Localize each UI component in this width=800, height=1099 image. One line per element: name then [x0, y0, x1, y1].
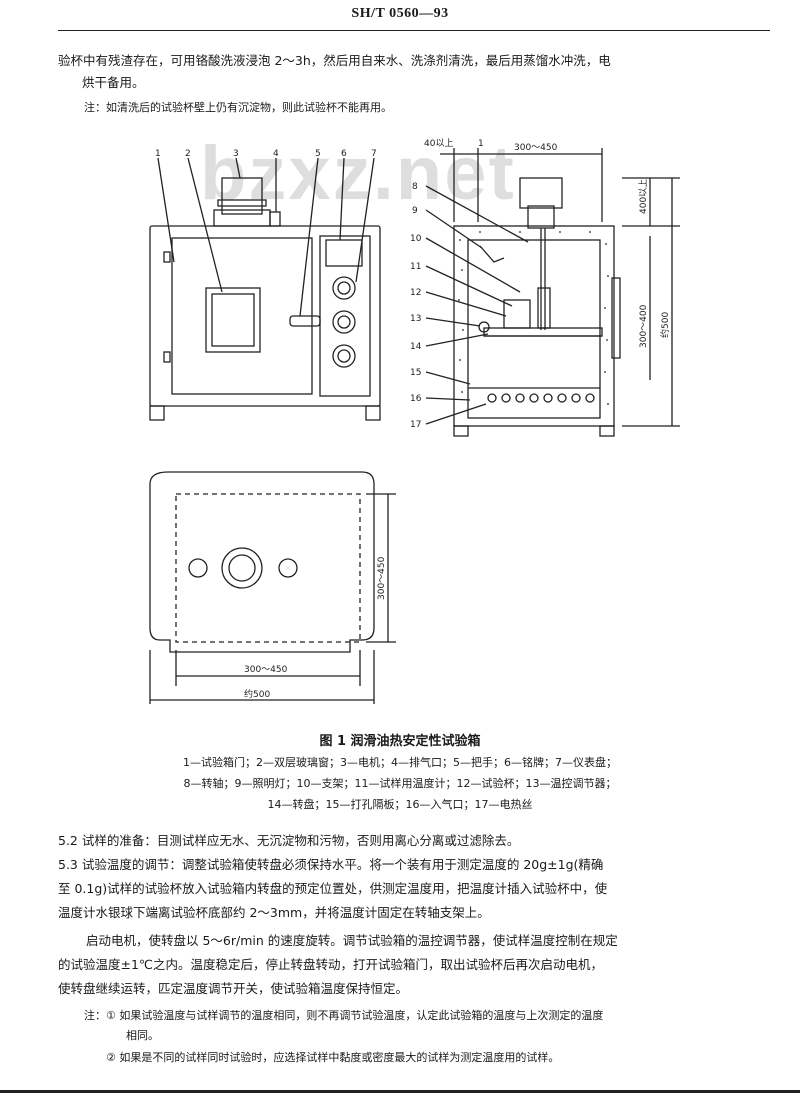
handle-shape	[289, 315, 321, 327]
callout-13: 13	[410, 314, 421, 324]
dim-plan-total-width: 约500	[244, 688, 270, 700]
dim-plan-inner-width: 300～450	[244, 665, 288, 675]
paragraph-2-line-3: 使转盘继续运转，匹定温度调节开关，使试验箱温度保持恒定。	[58, 981, 409, 996]
section-5-2: 5.2 试样的准备：目测试样应无水、无沉淀物和污物，否则用离心分离或过滤除去。	[58, 833, 520, 848]
callout-9: 9	[412, 206, 418, 216]
callout-2: 2	[185, 149, 191, 159]
page-header: SH/T 0560—93	[351, 6, 449, 21]
dim-top-left-a: 40以上	[424, 138, 453, 149]
callout-6: 6	[341, 149, 347, 159]
callout-3: 3	[233, 149, 239, 159]
dim-right-top: 400以上	[638, 179, 649, 214]
section-outline	[453, 225, 615, 427]
section-5-3-line-1: 5.3 试验温度的调节：调整试验箱使转盘必须保持水平。将一个装有用于测定温度的 …	[58, 857, 604, 872]
callout-11: 11	[410, 262, 421, 272]
dim-top-left-b: 1	[478, 139, 484, 149]
plan-view	[149, 471, 396, 704]
dim-right-total: 约500	[659, 312, 671, 338]
callout-7: 7	[371, 149, 377, 159]
window-outline	[205, 287, 261, 353]
note-2: ② 如果是不同的试样同时试验时，应选择试样中黏度或密度最大的试样为测定温度用的试…	[106, 1051, 560, 1064]
callout-12: 12	[410, 288, 421, 298]
side-section-view	[425, 148, 680, 437]
figure-title: 图 1 润滑油热安定性试验箱	[319, 734, 481, 749]
section-5-3-line-2: 至 0.1g)试样的试验杯放入试验箱内转盘的预定位置处，供测定温度用，把温度计插…	[58, 881, 608, 896]
dim-plan-height: 300～450	[377, 556, 387, 600]
intro-note: 注：如清洗后的试验杯壁上仍有沉淀物，则此试验杯不能再用。	[84, 101, 392, 114]
callout-5: 5	[315, 149, 321, 159]
control-panel	[319, 235, 371, 397]
callout-10: 10	[410, 234, 422, 244]
cabinet-outline	[149, 225, 381, 407]
callout-15: 15	[410, 368, 421, 378]
motor-shape	[221, 177, 263, 215]
dim-top-width: 300～450	[514, 143, 558, 153]
paragraph-2-line-2: 的试验温度±1℃之内。温度稳定后，停止转盘转动，打开试验箱门，取出试验杯后再次启…	[58, 957, 603, 972]
front-view	[149, 157, 381, 421]
plan-center-hole	[221, 547, 263, 589]
plan-outline	[149, 471, 375, 653]
callout-1: 1	[155, 149, 161, 159]
dim-right-mid: 300～400	[639, 304, 649, 348]
callout-14: 14	[410, 342, 422, 352]
figure-legend-line-1: 1—试验箱门；2—双层玻璃窗；3—电机；4—排气口；5—把手；6—铭牌；7—仪表…	[183, 756, 617, 769]
note-1-line-2: 相同。	[126, 1029, 159, 1042]
figure-legend-line-2: 8—转轴；9—照明灯；10—支架；11—试样用温度计；12—试验杯；13—温控调…	[183, 777, 617, 790]
note-1-line-1: 注：① 如果试验温度与试样调节的温度相同，则不再调节试验温度，认定此试验箱的温度…	[84, 1009, 604, 1022]
paragraph-2-line-1: 启动电机，使转盘以 5～6r/min 的速度旋转。调节试验箱的温控调节器，使试样…	[86, 933, 618, 948]
header-divider	[58, 30, 770, 31]
callout-17: 17	[410, 420, 421, 430]
section-5-3-line-3: 温度计水银球下端离试验杯底部约 2～3mm，并将温度计固定在转轴支架上。	[58, 905, 490, 920]
watermark-text: bzxz.net	[200, 131, 516, 216]
callout-8: 8	[412, 182, 418, 192]
footer-divider	[0, 1090, 800, 1093]
callout-4: 4	[273, 149, 279, 159]
intro-line-1: 验杯中有残渣存在，可用铬酸洗液浸泡 2～3h，然后用自来水、洗涤剂清洗，最后用蒸…	[58, 53, 611, 68]
nameplate-shape	[325, 239, 363, 267]
plan-inner-dashed	[175, 493, 361, 643]
figure-legend-line-3: 14—转盘；15—打孔隔板；16—入气口；17—电热丝	[267, 798, 533, 811]
callout-16: 16	[410, 394, 422, 404]
intro-line-2: 烘干备用。	[82, 75, 145, 90]
